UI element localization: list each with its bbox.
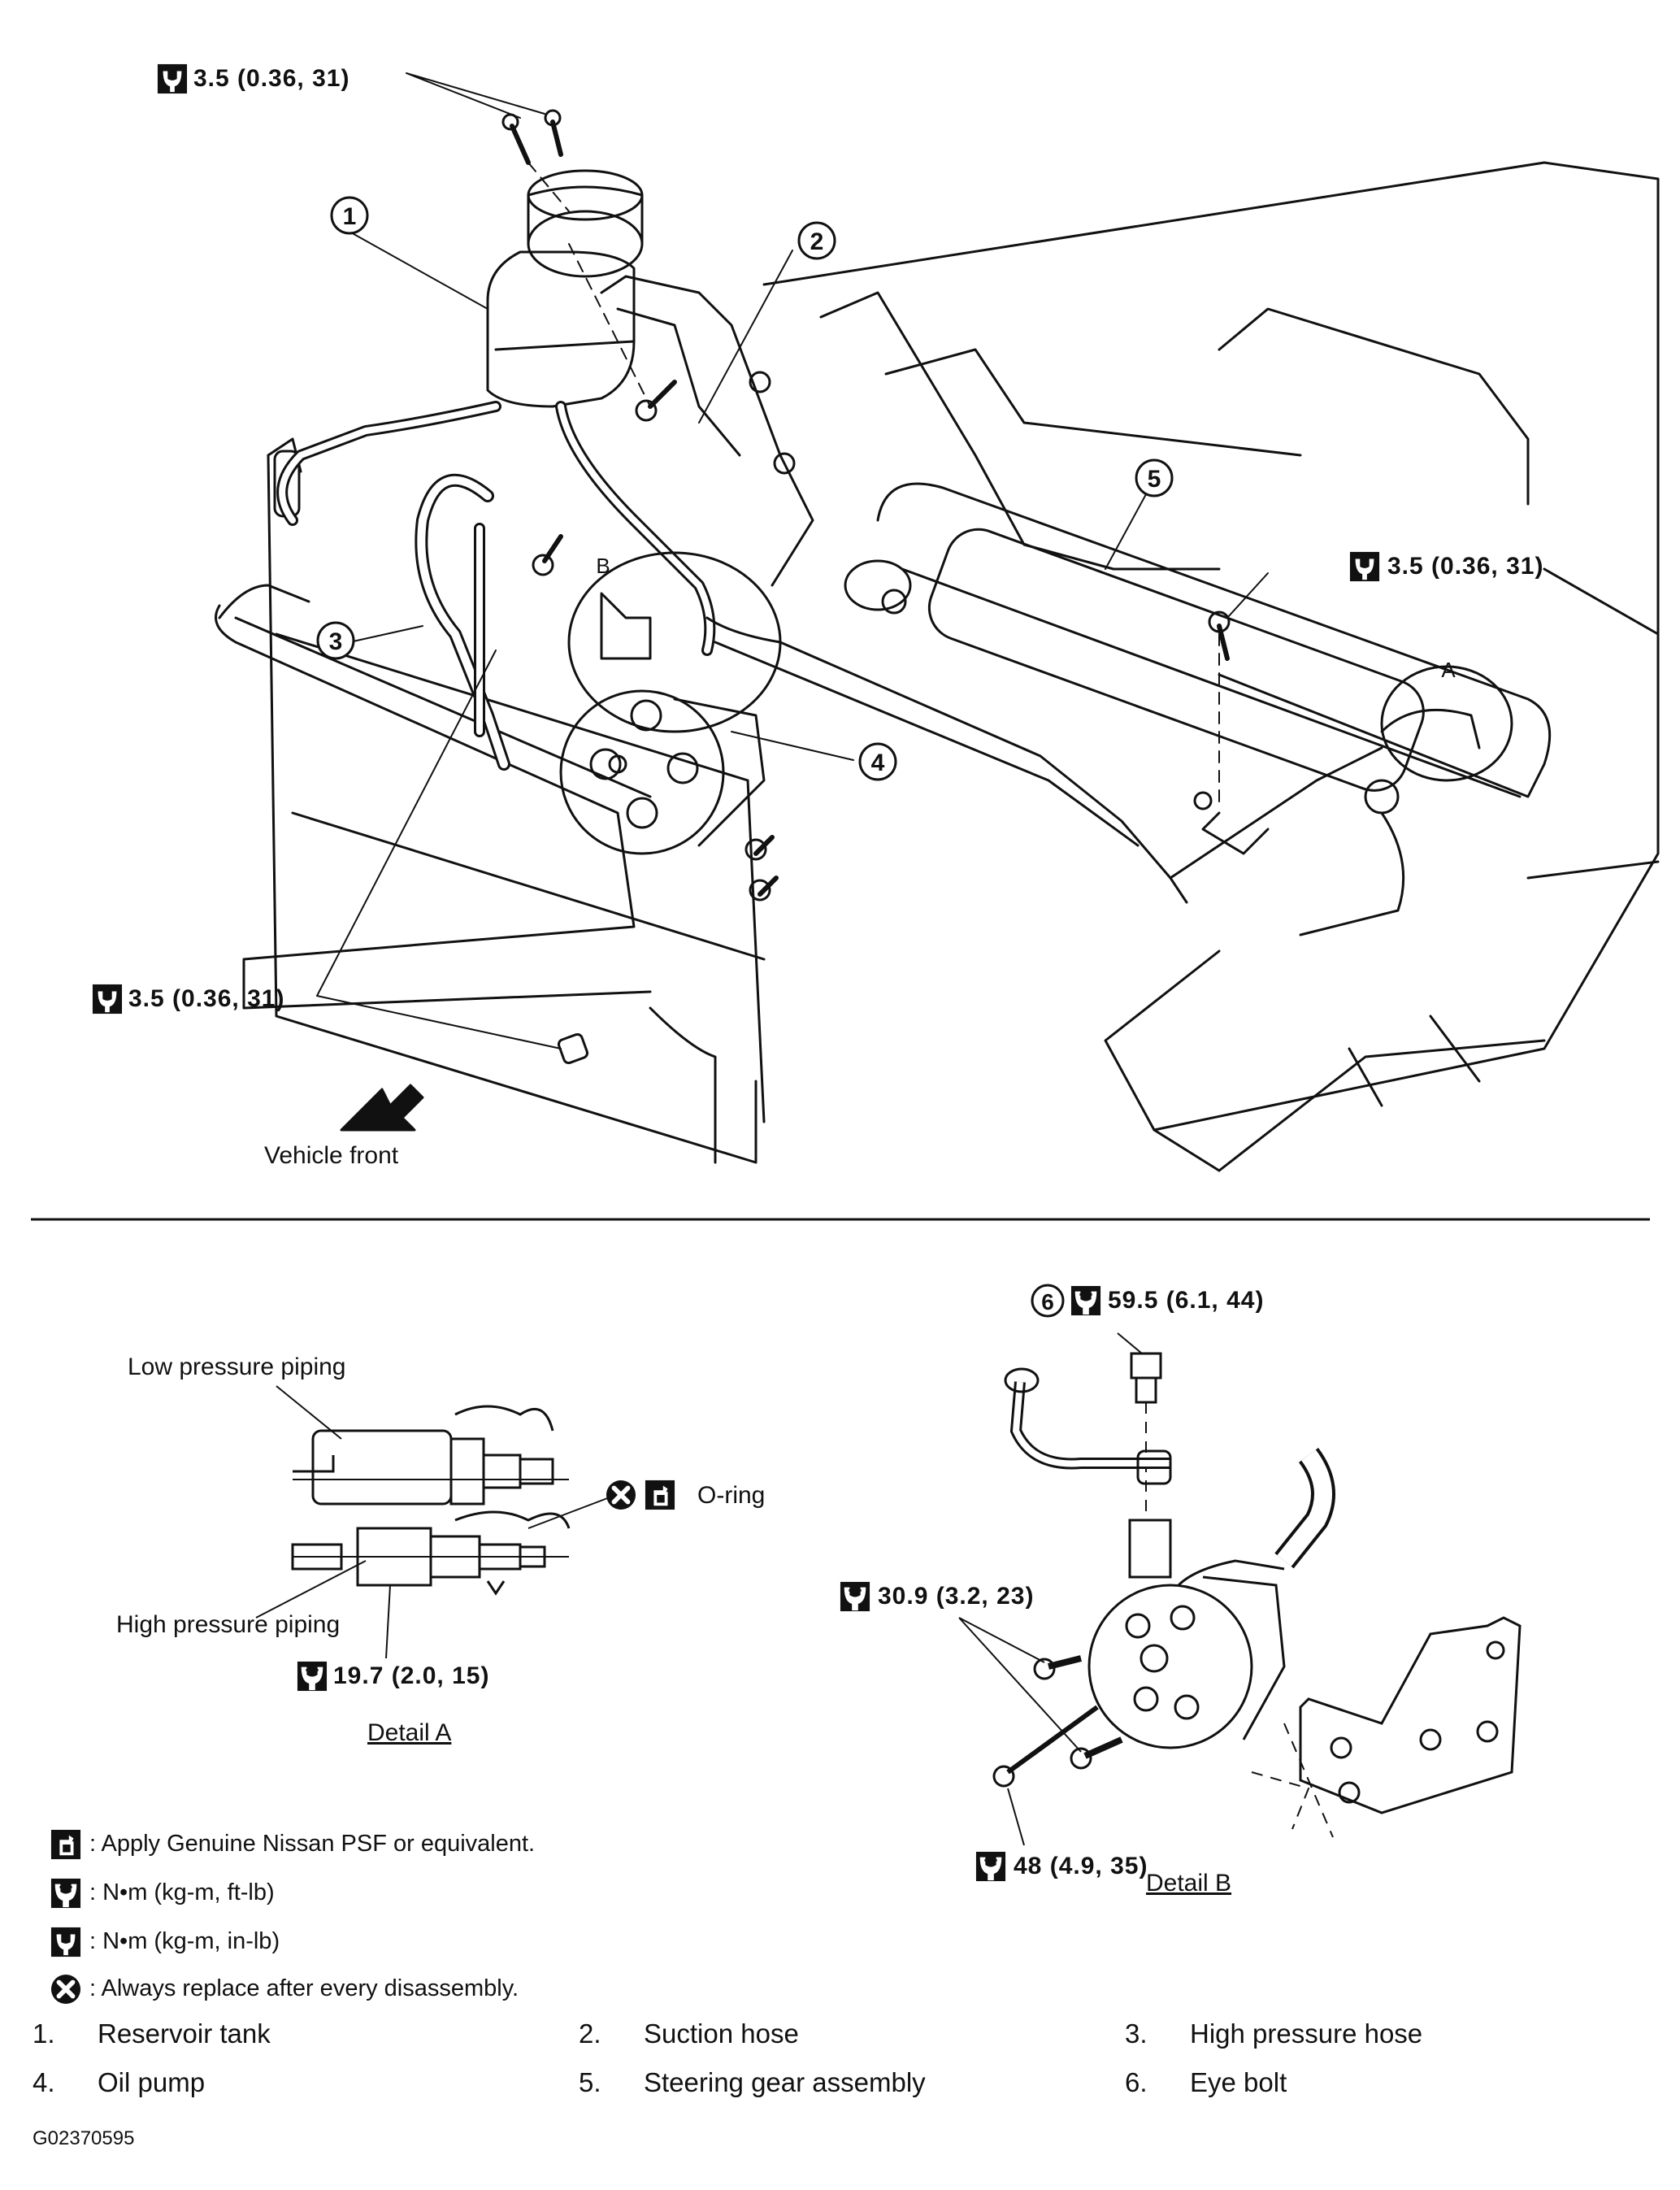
torque-wrench-filled-icon xyxy=(1349,551,1380,582)
legend-replace-text: : Always replace after every disassembly… xyxy=(89,1975,519,2001)
legend-fluid-text: : Apply Genuine Nissan PSF or equivalent… xyxy=(89,1831,536,1857)
callout-6-label: 6 xyxy=(1041,1289,1054,1314)
torque-spec-gear-bolt: 3.5 (0.36, 31) xyxy=(1387,553,1544,580)
part-3-number: 3. xyxy=(1125,2018,1148,2049)
torque-spec-reservoir-bolts: 3.5 (0.36, 31) xyxy=(193,65,350,92)
torque-wrench-icon xyxy=(975,1851,1006,1882)
part-4-number: 4. xyxy=(33,2067,55,2097)
part-6-number: 6. xyxy=(1125,2067,1148,2097)
detail-a-drawing xyxy=(255,1385,610,1659)
legend-torque-inlb-text: : N•m (kg-m, in-lb) xyxy=(89,1928,280,1954)
torque-wrench-filled-icon xyxy=(157,63,188,94)
callout-2 xyxy=(797,221,836,260)
high-pressure-piping-label: High pressure piping xyxy=(116,1611,341,1638)
torque-spec-eye-bolt: 59.5 (6.1, 44) xyxy=(1108,1287,1265,1314)
callout-5-label: 5 xyxy=(1148,466,1161,493)
replace-icon xyxy=(51,1975,80,2004)
part-4-name: Oil pump xyxy=(98,2067,206,2097)
torque-spec-detail-a: 19.7 (2.0, 15) xyxy=(333,1662,490,1689)
torque-wrench-icon xyxy=(50,1878,81,1909)
torque-wrench-icon xyxy=(1070,1285,1101,1316)
callout-5 xyxy=(1135,458,1174,498)
fluid-icon xyxy=(645,1480,675,1510)
callout-3-label: 3 xyxy=(329,628,343,655)
detail-b-marker: B xyxy=(596,554,610,578)
replace-icon xyxy=(606,1480,636,1510)
callout-4-label: 4 xyxy=(871,750,885,776)
torque-wrench-filled-icon xyxy=(50,1927,81,1958)
fluid-icon xyxy=(50,1829,81,1860)
part-5-number: 5. xyxy=(579,2067,601,2097)
detail-b-title: Detail B xyxy=(1146,1870,1232,1897)
low-pressure-piping-label: Low pressure piping xyxy=(128,1354,346,1380)
detail-b-drawing xyxy=(958,1332,1522,1846)
legend-torque-ftlb-text: : N•m (kg-m, ft-lb) xyxy=(89,1879,275,1905)
torque-spec-clamp-bolts: 3.5 (0.36, 31) xyxy=(128,985,285,1012)
vehicle-front-label: Vehicle front xyxy=(264,1142,399,1169)
callout-2-label: 2 xyxy=(810,228,824,255)
callout-1-label: 1 xyxy=(343,203,357,230)
torque-wrench-icon xyxy=(840,1581,870,1612)
part-1-name: Reservoir tank xyxy=(98,2018,271,2049)
callout-group: 1 2 3 4 5 A B xyxy=(316,196,1456,781)
callout-3 xyxy=(316,621,355,660)
torque-spec-pump-upper: 30.9 (3.2, 23) xyxy=(878,1583,1035,1610)
detail-a-marker: A xyxy=(1441,658,1456,682)
part-6-name: Eye bolt xyxy=(1190,2067,1287,2097)
part-2-name: Suction hose xyxy=(644,2018,799,2049)
part-2-number: 2. xyxy=(579,2018,601,2049)
oring-label: O-ring xyxy=(697,1482,766,1509)
part-5-name: Steering gear assembly xyxy=(644,2067,926,2097)
part-3-name: High pressure hose xyxy=(1190,2018,1423,2049)
callout-6 xyxy=(1031,1284,1065,1318)
callout-4 xyxy=(858,742,897,781)
top-assembly-drawing xyxy=(215,72,1660,1172)
torque-wrench-filled-icon xyxy=(92,984,123,1015)
figure-id: G02370595 xyxy=(33,2127,135,2149)
callout-1 xyxy=(330,196,369,235)
part-1-number: 1. xyxy=(33,2018,55,2049)
torque-wrench-icon xyxy=(297,1661,328,1692)
torque-spec-pump-lower: 48 (4.9, 35) xyxy=(1014,1853,1148,1879)
detail-a-title: Detail A xyxy=(367,1719,452,1746)
